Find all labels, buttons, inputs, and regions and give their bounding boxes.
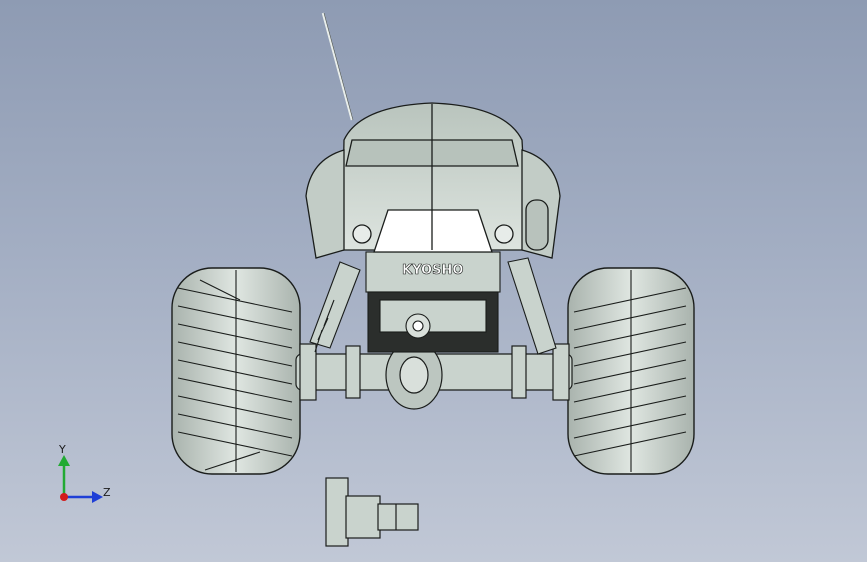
left-shock-absorber bbox=[309, 261, 361, 353]
chassis bbox=[365, 251, 501, 353]
coordinate-triad-icon bbox=[58, 455, 103, 503]
brand-decal: KYOSHO bbox=[402, 263, 463, 278]
rear-axle-housing bbox=[295, 340, 573, 410]
left-tire bbox=[171, 267, 301, 475]
z-axis-label: Z bbox=[103, 486, 111, 499]
antenna bbox=[321, 12, 354, 121]
truck-body-shell bbox=[305, 102, 561, 259]
y-axis-label: Y bbox=[59, 443, 66, 456]
right-tire bbox=[567, 267, 695, 475]
right-shock-absorber bbox=[507, 257, 557, 355]
detached-axle-part bbox=[325, 477, 419, 547]
